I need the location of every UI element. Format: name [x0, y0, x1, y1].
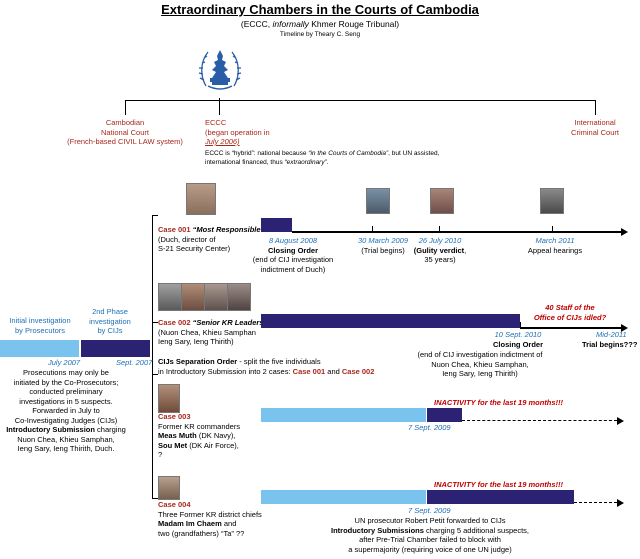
courts-line	[125, 100, 595, 101]
date-mid-2011: Mid-2011	[596, 330, 627, 339]
page-title: Extraordinary Chambers in the Courts of …	[161, 2, 479, 17]
case-002-timeline	[520, 327, 622, 329]
case-004-submission-note: UN prosecutor Robert Petit forwarded to …	[330, 516, 529, 554]
case-001-event-appeal: March 2011 Appeal hearings	[527, 236, 583, 255]
timeline-arrow-icon	[617, 417, 624, 425]
timeline-arrow-icon	[621, 228, 628, 236]
case-001-event-closing: 8 August 2008 Closing Order (end of CIJ …	[252, 236, 334, 274]
date-july-2007: July 2007	[48, 358, 81, 367]
case-004-prosecution-bar	[261, 490, 426, 504]
portrait-photo-case-003	[158, 384, 180, 413]
case-004-inactivity: INACTIVITY for the last 19 months!!!	[434, 480, 564, 489]
initial-investigation-bar	[0, 340, 79, 357]
case-branch	[152, 215, 158, 216]
portrait-photo-duch	[186, 183, 216, 215]
case-002-closing-order: 10 Sept. 2010 Closing Order	[492, 330, 543, 349]
timeline-tick	[552, 226, 553, 231]
case-002-block: Case 002 “Senior KR Leaders” (Nuon Chea,…	[158, 318, 268, 346]
trial-begins: Trial begins???	[582, 340, 638, 349]
case-001-event-verdict: 26 July 2010 (Gulity verdict, 35 years)	[413, 236, 467, 264]
case-002-closing-detail: (end of CIJ investigation indictment of …	[417, 350, 543, 378]
portrait-photo-ieng-thirith	[227, 283, 251, 311]
portrait-photo-verdict	[430, 188, 454, 214]
portrait-photo-nuon-chea	[158, 283, 182, 311]
timeline-tick	[372, 226, 373, 231]
case-004-dashed-timeline	[574, 502, 617, 503]
byline: Timeline by Theary C. Seng	[279, 31, 361, 38]
portrait-photo-trial	[366, 188, 390, 214]
case-003-date: 7 Sept. 2009	[408, 423, 451, 432]
hybrid-note: ECCC is “hybrid”: national because “in t…	[205, 150, 440, 166]
initial-investigation-description: Prosecutions may only be initiated by th…	[6, 368, 126, 453]
case-003-prosecution-bar	[261, 408, 426, 422]
timeline-tick	[520, 322, 521, 327]
case-004-date: 7 Sept. 2009	[408, 506, 451, 515]
case-001-block: Case 001 “Most Responsible” (Duch, direc…	[158, 225, 265, 253]
case-002-investigation-bar	[261, 314, 520, 328]
date-sept-2007: Sept. 2007	[116, 358, 153, 367]
case-004-investigation-bar	[427, 490, 574, 504]
second-phase-bar	[81, 340, 150, 357]
court-connector	[219, 98, 220, 115]
case-003-block: Case 003 Former KR commanders Meas Muth …	[158, 412, 241, 459]
court-connector	[125, 100, 126, 115]
portrait-photo-khieu-samphan	[181, 283, 205, 311]
timeline-tick	[439, 226, 440, 231]
case-branch	[152, 374, 158, 375]
timeline-arrow-icon	[617, 499, 624, 507]
case-001-investigation-bar	[261, 218, 292, 232]
portrait-photo-case-004	[158, 476, 180, 500]
eccc-label: ECCC (began operation in July 2006)	[205, 118, 270, 146]
staff-idled-note: 40 Staff of the Office of CIJs idled?	[533, 303, 607, 322]
case-003-investigation-bar	[427, 408, 462, 422]
portrait-photo-appeal	[540, 188, 564, 214]
case-branch	[152, 498, 158, 499]
case-004-block: Case 004 Three Former KR district chiefs…	[158, 500, 262, 538]
second-phase-label: 2nd Phase investigation by CIJs	[89, 307, 131, 335]
timeline-arrow-icon	[621, 324, 628, 332]
case-branch	[152, 322, 158, 323]
court-connector	[595, 100, 596, 115]
portrait-photo-ieng-sary	[204, 283, 228, 311]
case-003-dashed-timeline	[462, 420, 617, 421]
case-001-timeline	[292, 231, 622, 233]
un-eccc-emblem-icon	[196, 42, 244, 98]
national-court-label: Cambodian National Court (French-based C…	[67, 118, 183, 146]
subtitle: (ECCC, informally Khmer Rouge Tribunal)	[240, 19, 400, 29]
icc-label: International Criminal Court	[571, 118, 619, 137]
case-spine	[152, 215, 153, 499]
case-003-inactivity: INACTIVITY for the last 19 months!!!	[434, 398, 564, 407]
separation-order-note: CIJs Separation Order - split the five i…	[158, 357, 375, 376]
case-001-event-trial: 30 March 2009 (Trial begins)	[357, 236, 409, 255]
initial-investigation-label: Initial investigation by Prosecutors	[9, 316, 71, 335]
